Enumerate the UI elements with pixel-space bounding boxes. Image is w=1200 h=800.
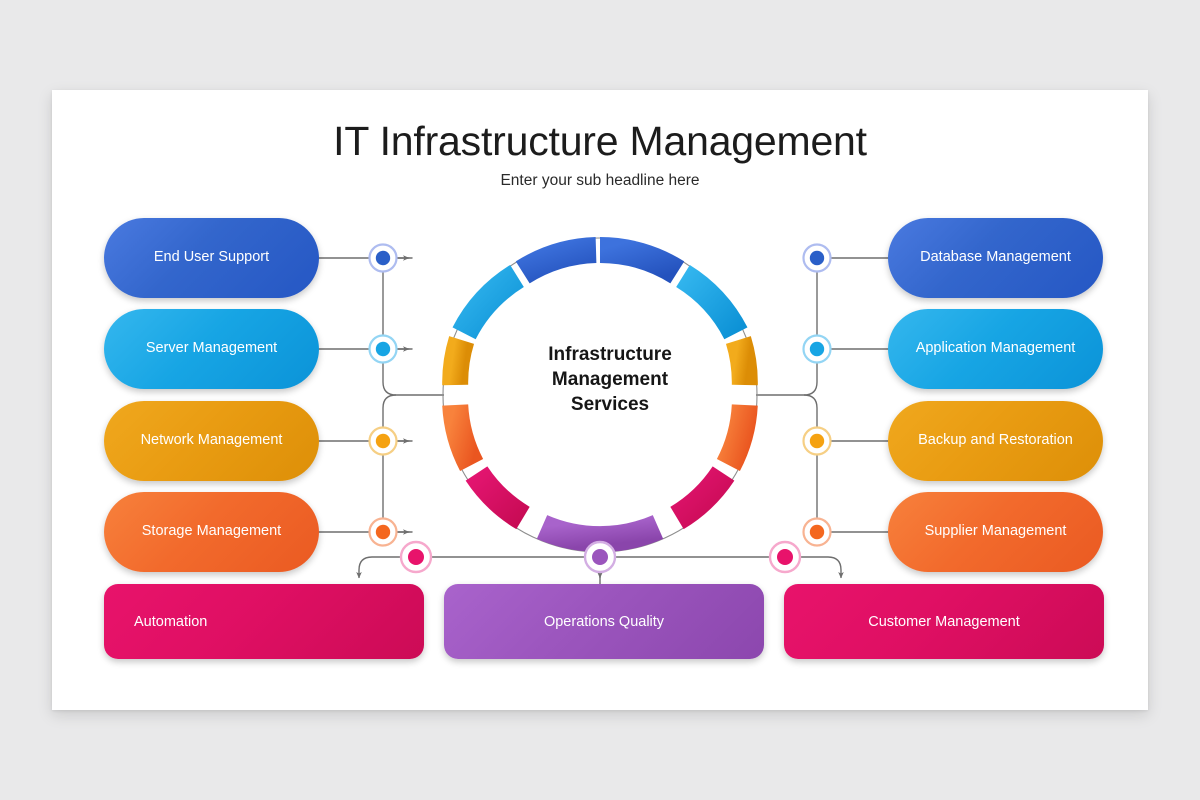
donut-center-label: Infrastructure Management Services xyxy=(512,342,708,417)
node-left-2 xyxy=(368,334,398,364)
item-label: Storage Management xyxy=(141,523,282,540)
item-label: Application Management xyxy=(915,340,1076,357)
spine-left-join-upper xyxy=(382,381,444,396)
item-supplier-management[interactable]: Supplier Management xyxy=(888,492,1103,572)
item-label: Supplier Management xyxy=(924,523,1067,540)
donut-segment-6 xyxy=(536,514,664,553)
donut-segment-10 xyxy=(452,264,525,340)
spine-left-join-lower xyxy=(382,394,397,409)
item-customer-management[interactable]: Customer Management xyxy=(784,584,1104,659)
item-server-management[interactable]: Server Management xyxy=(104,309,319,389)
item-label: Backup and Restoration xyxy=(918,432,1073,449)
node-bottom-1 xyxy=(399,540,433,574)
node-left-4 xyxy=(368,517,398,547)
donut-segment-11 xyxy=(515,237,597,284)
donut-segment-1 xyxy=(599,237,685,284)
item-storage-management[interactable]: Storage Management xyxy=(104,492,319,572)
donut-segment-9 xyxy=(442,336,475,386)
node-left-3 xyxy=(368,426,398,456)
item-network-management[interactable]: Network Management xyxy=(104,401,319,481)
item-label: Automation xyxy=(134,613,208,630)
node-right-2 xyxy=(802,334,832,364)
donut-center-line-3: Services xyxy=(570,394,650,416)
donut-segment-8 xyxy=(442,404,484,472)
item-label: Operations Quality xyxy=(543,613,665,630)
donut-center-line-2: Management xyxy=(551,369,669,391)
slide-card: IT Infrastructure Management Enter your … xyxy=(52,90,1148,710)
item-operations-quality[interactable]: Operations Quality xyxy=(444,584,764,659)
bottom-rail-left-elbow xyxy=(356,556,373,579)
item-label: Server Management xyxy=(145,340,278,357)
bottom-rail-right-elbow xyxy=(827,556,844,579)
donut-segment-3 xyxy=(725,336,758,386)
donut-segment-4 xyxy=(716,404,758,472)
item-application-management[interactable]: Application Management xyxy=(888,309,1103,389)
node-right-4 xyxy=(802,517,832,547)
item-backup-and-restoration[interactable]: Backup and Restoration xyxy=(888,401,1103,481)
node-right-1 xyxy=(802,243,832,273)
item-end-user-support[interactable]: End User Support xyxy=(104,218,319,298)
item-label: Network Management xyxy=(140,432,283,449)
donut-segment-5 xyxy=(670,466,735,530)
page-title: IT Infrastructure Management xyxy=(333,118,867,164)
item-automation[interactable]: Automation xyxy=(104,584,424,659)
item-label: Customer Management xyxy=(868,613,1020,630)
page-subtitle: Enter your sub headline here xyxy=(500,172,700,189)
donut-segment-7 xyxy=(465,466,530,530)
node-left-1 xyxy=(368,243,398,273)
donut-segment-2 xyxy=(675,264,748,340)
donut-center-line-1: Infrastructure xyxy=(548,344,672,365)
item-label: End User Support xyxy=(153,249,270,266)
node-bottom-3 xyxy=(768,540,802,574)
item-label: Database Management xyxy=(920,249,1071,266)
item-database-management[interactable]: Database Management xyxy=(888,218,1103,298)
node-right-3 xyxy=(802,426,832,456)
spine-right-join-upper xyxy=(756,381,818,396)
spine-right-join-lower xyxy=(803,394,818,409)
node-bottom-2 xyxy=(583,540,617,574)
